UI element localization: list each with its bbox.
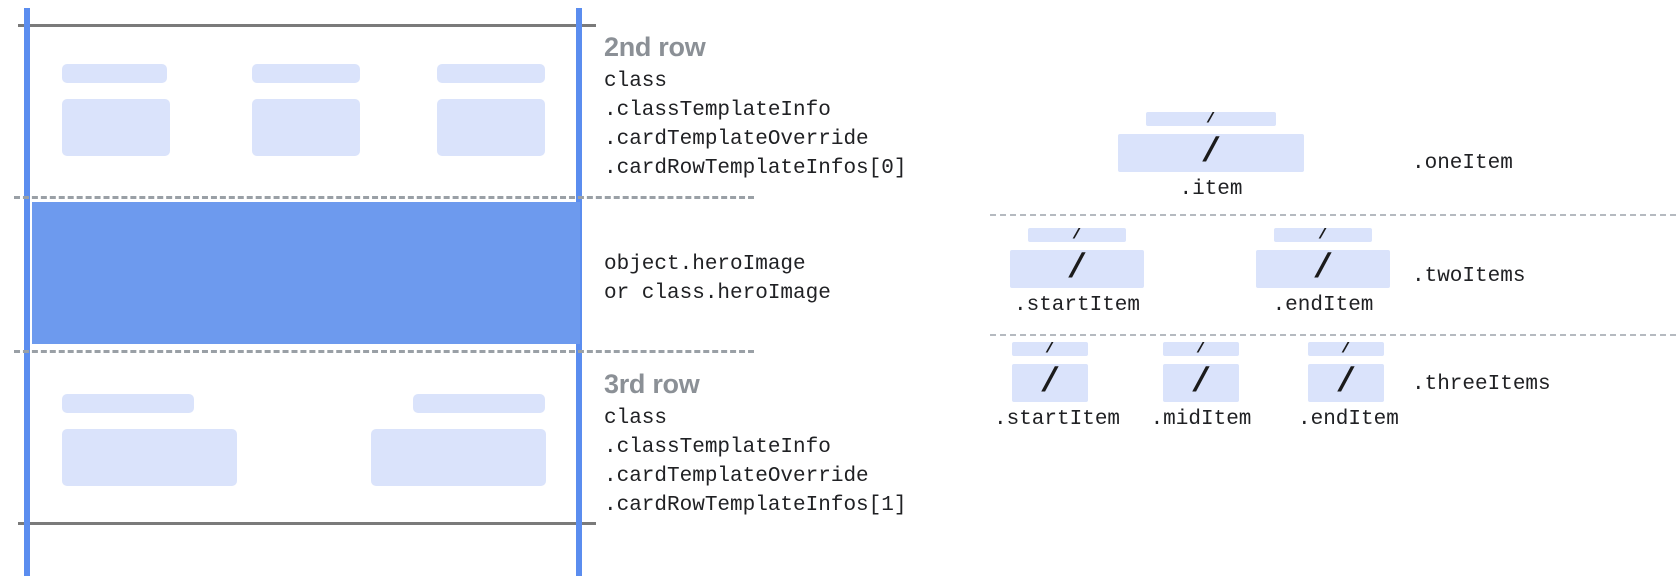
second-row-title: 2nd row [604, 32, 706, 62]
second-row-code-line-1: class [604, 70, 668, 93]
third-row-value-bar-1 [62, 429, 237, 486]
group-label-three-items: .threeItems [1412, 373, 1551, 396]
two-items-start-big-bar: / [1010, 250, 1144, 288]
two-items-end-small-bar: / [1274, 228, 1372, 242]
slash-icon: / [1205, 112, 1217, 126]
one-item-big-bar: / [1118, 134, 1304, 172]
template-separator-2 [990, 334, 1676, 336]
item-templates-panel: / / .item .oneItem / / .startItem / / .e… [960, 0, 1676, 584]
third-row-code-line-1: class [604, 407, 668, 430]
second-row-value-bar-1 [62, 99, 170, 156]
second-row-code-line-3: .cardTemplateOverride [604, 128, 869, 151]
hero-code-line-2: or class.heroImage [604, 282, 831, 305]
second-row-label-bar-3 [437, 64, 545, 83]
slash-icon: / [1195, 342, 1207, 356]
slash-icon: / [1317, 228, 1329, 242]
three-items-start-small-bar: / [1012, 342, 1088, 356]
slash-icon: / [1312, 250, 1334, 288]
slash-icon: / [1071, 228, 1083, 242]
row-separator-bottom [14, 350, 754, 353]
group-label-one-item: .oneItem [1412, 152, 1513, 175]
two-items-end-caption: .endItem [1272, 294, 1374, 317]
third-row-code-line-3: .cardTemplateOverride [604, 465, 869, 488]
third-row-code-line-4: .cardRowTemplateInfos[1] [604, 494, 907, 517]
second-row-label-bar-2 [252, 64, 360, 83]
two-items-start-small-bar: / [1028, 228, 1126, 242]
row-separator-top [14, 196, 754, 199]
annotation-hero-row: object.heroImage or class.heroImage [604, 250, 831, 308]
card-bottom-edge [18, 522, 596, 525]
slot-three-items-end: / / .endItem [1298, 342, 1399, 431]
one-item-caption: .item [1179, 178, 1243, 201]
card-mock [0, 0, 754, 584]
three-items-start-caption: .startItem [994, 408, 1121, 431]
slot-one-item: / / .item [1118, 112, 1304, 201]
third-row-code-line-2: .classTemplateInfo [604, 436, 831, 459]
card-top-edge [18, 24, 596, 27]
slot-three-items-start: / / .startItem [994, 342, 1120, 431]
annotation-third-row: 3rd row class .classTemplateInfo .cardTe… [604, 369, 906, 520]
third-row-label-bar-2 [413, 394, 545, 413]
second-row-label-bar-1 [62, 64, 167, 83]
third-row-title: 3rd row [604, 369, 700, 399]
slash-icon: / [1200, 134, 1222, 172]
two-items-start-caption: .startItem [1013, 294, 1141, 317]
slash-icon: / [1335, 364, 1357, 402]
template-separator-1 [990, 214, 1676, 216]
third-row-label-bar-1 [62, 394, 194, 413]
hero-code-line-1: object.heroImage [604, 253, 806, 276]
second-row-value-bar-2 [252, 99, 360, 156]
three-items-end-small-bar: / [1308, 342, 1384, 356]
three-items-start-big-bar: / [1012, 364, 1088, 402]
slash-icon: / [1190, 364, 1212, 402]
second-row-value-bar-3 [437, 99, 545, 156]
group-label-two-items: .twoItems [1412, 265, 1526, 288]
card-left-rail [24, 8, 30, 576]
three-items-mid-big-bar: / [1163, 364, 1239, 402]
three-items-mid-caption: .midItem [1150, 408, 1252, 431]
slot-two-items-end: / / .endItem [1256, 228, 1390, 317]
third-row-value-bar-2 [371, 429, 546, 486]
slash-icon: / [1044, 342, 1056, 356]
two-items-end-big-bar: / [1256, 250, 1390, 288]
second-row-code-line-2: .classTemplateInfo [604, 99, 831, 122]
three-items-end-big-bar: / [1308, 364, 1384, 402]
three-items-end-caption: .endItem [1298, 408, 1399, 431]
hero-image-band [32, 202, 580, 344]
slash-icon: / [1039, 364, 1061, 402]
annotation-second-row: 2nd row class .classTemplateInfo .cardTe… [604, 32, 906, 183]
three-items-mid-small-bar: / [1163, 342, 1239, 356]
slot-three-items-mid: / / .midItem [1151, 342, 1251, 431]
slash-icon: / [1066, 250, 1088, 288]
one-item-small-bar: / [1146, 112, 1276, 126]
second-row-code-line-4: .cardRowTemplateInfos[0] [604, 157, 907, 180]
slash-icon: / [1340, 342, 1352, 356]
slot-two-items-start: / / .startItem [1010, 228, 1144, 317]
